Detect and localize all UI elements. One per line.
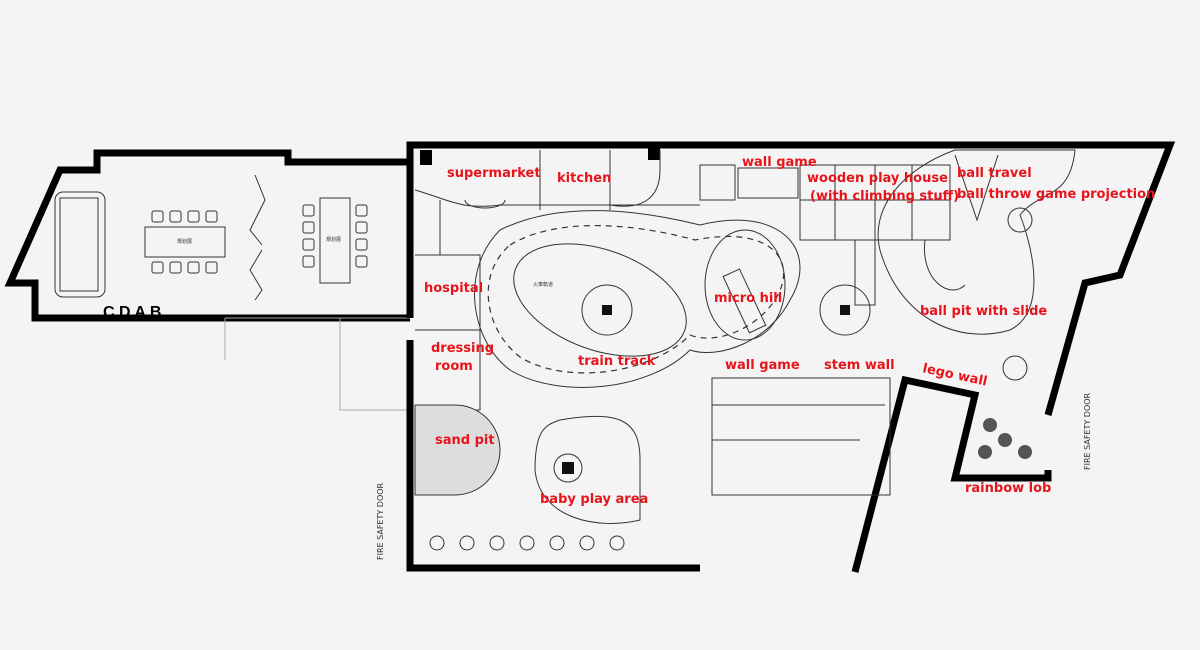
label-micro-hill: micro hill [714,291,782,306]
lower-area [414,377,1032,551]
rainbow-circle [1018,445,1032,459]
seat-circle [579,535,595,551]
label-train-track: train track [578,354,656,369]
track-sign: 火車軌道 [533,281,553,288]
tree-2 [819,284,871,336]
ball-pit [877,149,1076,381]
label-kitchen: kitchen [557,171,611,186]
fire-safety-door-left: FIRE SAFETY DOOR [376,482,385,560]
rainbow-circle [998,433,1012,447]
label-wall-game-bottom: wall game [725,358,800,373]
rainbow-circle [978,445,992,459]
chair [355,255,368,268]
seat-circle [519,535,535,551]
chair [169,210,182,223]
annex-letters: C D A B [103,304,161,321]
annex-room: 規划展 規划展 C D A B [4,149,410,411]
meeting-table-2: 規划展 [319,197,351,284]
label-stem-wall: stem wall [824,358,895,373]
label-ball-pit: ball pit with slide [920,304,1047,319]
tree [581,284,633,336]
chair [302,238,315,251]
label-sand-pit: sand pit [435,433,495,448]
main-walls [406,141,1176,573]
chair [187,210,200,223]
chair [302,221,315,234]
chair [187,261,200,274]
chair [205,261,218,274]
stem-lab [711,377,891,496]
seating-row [429,535,625,551]
seat-circle [609,535,625,551]
chair [355,221,368,234]
partition [249,174,266,246]
sand-pit-area [414,404,501,496]
table-round [1002,355,1028,381]
seat-circle [549,535,565,551]
chair [302,255,315,268]
chair [205,210,218,223]
chair [169,261,182,274]
train-track: 火車軌道 [474,210,871,388]
sofa [54,191,106,298]
label-rainbow-lob: rainbow lob [965,481,1051,496]
chair [355,204,368,217]
label-wooden-play-house: wooden play house [807,171,948,186]
seat-circle [459,535,475,551]
table-label: 規划展 [326,236,341,243]
seat-circle [429,535,445,551]
chair [151,261,164,274]
rainbow-lob-circles [978,418,1032,459]
micro-hill-mound [704,229,786,341]
climbing-net [737,167,799,199]
chair [151,210,164,223]
baby-play-zone [534,415,641,524]
label-supermarket: supermarket [447,166,541,181]
label-ball-throw: ball throw game projection [957,187,1155,202]
label-ball-travel: ball travel [957,166,1032,181]
fire-safety-door-right: FIRE SAFETY DOOR [1083,392,1092,470]
meeting-table-1: 規划展 [144,226,226,258]
label-dressing: dressing [431,341,494,356]
seat-circle [489,535,505,551]
chairs [151,204,368,274]
label-wall-game-top: wall game [742,155,817,170]
chair [302,204,315,217]
table-label: 規划展 [177,238,192,245]
label-baby-play-area: baby play area [540,492,648,507]
label-climbing-stuff: (with climbing stuff) [810,189,959,204]
chair [355,238,368,251]
label-hospital: hospital [424,281,483,296]
rainbow-circle [983,418,997,432]
wooden-play-house [699,164,951,306]
label-room: room [435,359,473,374]
